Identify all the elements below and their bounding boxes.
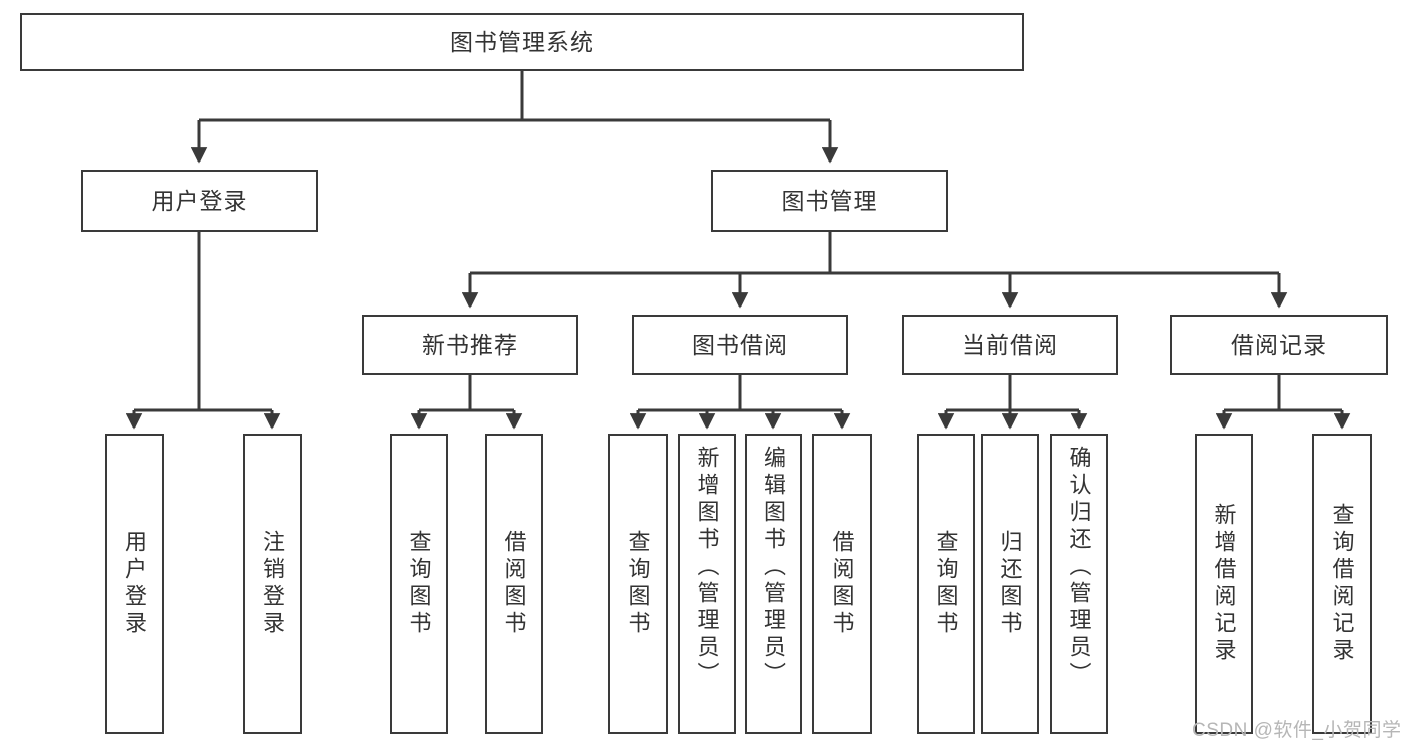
node-leaf-query-book-cur[interactable]: 查询图书	[917, 434, 975, 734]
node-leaf-add-book-label: 新增图书（管理员）	[694, 446, 720, 689]
node-leaf-query-book-rec-label: 查询图书	[406, 530, 432, 638]
node-book-borrow[interactable]: 图书借阅	[632, 315, 848, 375]
node-root[interactable]: 图书管理系统	[20, 13, 1024, 71]
node-leaf-query-record[interactable]: 查询借阅记录	[1312, 434, 1372, 734]
node-leaf-logout-label: 注销登录	[260, 530, 286, 638]
node-root-label: 图书管理系统	[450, 28, 594, 55]
node-new-book-recommend[interactable]: 新书推荐	[362, 315, 578, 375]
node-leaf-user-login[interactable]: 用户登录	[105, 434, 164, 734]
node-leaf-borrow-book-bor[interactable]: 借阅图书	[812, 434, 872, 734]
node-leaf-user-login-label: 用户登录	[122, 530, 148, 638]
node-borrow-record[interactable]: 借阅记录	[1170, 315, 1388, 375]
node-leaf-logout[interactable]: 注销登录	[243, 434, 302, 734]
node-borrow-record-label: 借阅记录	[1231, 331, 1327, 358]
node-current-borrow-label: 当前借阅	[962, 331, 1058, 358]
node-leaf-query-book-cur-label: 查询图书	[933, 530, 959, 638]
node-user-login-label: 用户登录	[151, 187, 248, 214]
node-leaf-add-record-label: 新增借阅记录	[1211, 503, 1237, 665]
node-leaf-borrow-book-rec[interactable]: 借阅图书	[485, 434, 543, 734]
node-leaf-return-book[interactable]: 归还图书	[981, 434, 1039, 734]
node-leaf-add-record[interactable]: 新增借阅记录	[1195, 434, 1253, 734]
node-new-book-recommend-label: 新书推荐	[422, 331, 518, 358]
node-book-borrow-label: 图书借阅	[692, 331, 788, 358]
node-leaf-edit-book-label: 编辑图书（管理员）	[761, 446, 787, 689]
node-book-manage-label: 图书管理	[781, 187, 878, 214]
node-user-login[interactable]: 用户登录	[81, 170, 318, 232]
node-leaf-confirm-return[interactable]: 确认归还（管理员）	[1050, 434, 1108, 734]
node-leaf-query-book-bor-label: 查询图书	[625, 530, 651, 638]
node-leaf-borrow-book-bor-label: 借阅图书	[829, 530, 855, 638]
node-book-manage[interactable]: 图书管理	[711, 170, 948, 232]
node-leaf-borrow-book-rec-label: 借阅图书	[501, 530, 527, 638]
node-leaf-edit-book[interactable]: 编辑图书（管理员）	[745, 434, 802, 734]
node-leaf-query-book-bor[interactable]: 查询图书	[608, 434, 668, 734]
node-leaf-query-book-rec[interactable]: 查询图书	[390, 434, 448, 734]
node-leaf-add-book[interactable]: 新增图书（管理员）	[678, 434, 736, 734]
node-leaf-query-record-label: 查询借阅记录	[1329, 503, 1355, 665]
node-current-borrow[interactable]: 当前借阅	[902, 315, 1118, 375]
node-leaf-confirm-return-label: 确认归还（管理员）	[1066, 446, 1092, 689]
watermark: CSDN @软件_小贺同学	[1192, 720, 1402, 741]
node-leaf-return-book-label: 归还图书	[997, 530, 1023, 638]
